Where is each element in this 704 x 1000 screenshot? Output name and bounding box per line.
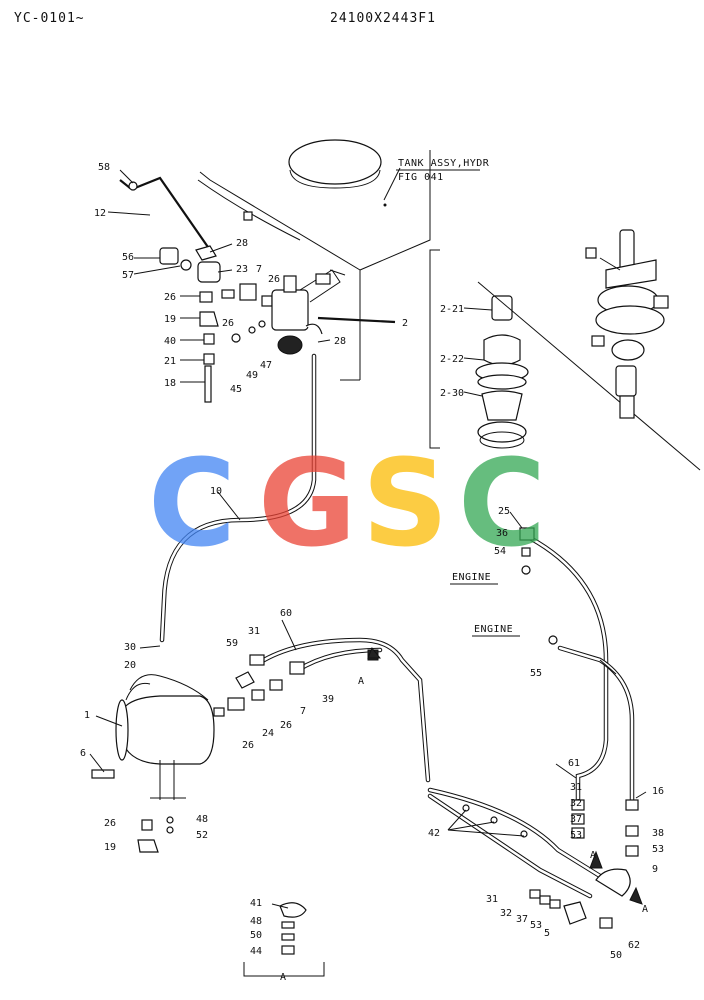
callout-28: 28 — [334, 336, 346, 347]
pipe-42 — [427, 787, 603, 899]
callout-37: 37 — [570, 814, 582, 825]
callout-58: 58 — [98, 162, 110, 173]
callout-40: 40 — [164, 336, 176, 347]
callout-5: 5 — [544, 928, 550, 939]
callout-54: 54 — [494, 546, 506, 557]
valve-detail-view — [585, 229, 669, 419]
callout-2-22: 2-22 — [440, 354, 464, 365]
callout-28: 28 — [236, 238, 248, 249]
callout-19: 19 — [104, 842, 116, 853]
callout-32: 32 — [500, 908, 512, 919]
callout-30: 30 — [124, 642, 136, 653]
fittings-cluster-middle — [213, 654, 305, 717]
engine-note-upper: ENGINE — [452, 572, 491, 583]
hose-60 — [261, 637, 431, 783]
callout-50: 50 — [250, 930, 262, 941]
callout-31: 31 — [248, 626, 260, 637]
callout-1: 1 — [84, 710, 90, 721]
lower-left-fittings — [137, 816, 174, 853]
callout-59: 59 — [226, 638, 238, 649]
cgsc-watermark: C G S C — [148, 435, 546, 574]
callout-21: 21 — [164, 356, 176, 367]
callout-31: 31 — [570, 782, 582, 793]
watermark-letter-1: C — [148, 435, 236, 574]
callout-53: 53 — [530, 920, 542, 931]
callout-2: 2 — [402, 318, 408, 329]
callout-49: 49 — [246, 370, 258, 381]
callout-6: 6 — [80, 748, 86, 759]
air-reservoir — [91, 674, 215, 800]
callout-2-21: 2-21 — [440, 304, 464, 315]
callout-52: 52 — [196, 830, 208, 841]
callout-20: 20 — [124, 660, 136, 671]
callout-45: 45 — [230, 384, 242, 395]
callout-42: 42 — [428, 828, 440, 839]
callout-labels: 58 12 28 56 57 23 7 26 26 19 26 40 21 18… — [80, 162, 664, 983]
callout-53: 53 — [570, 830, 582, 841]
callout-48: 48 — [196, 814, 208, 825]
callout-36: 36 — [496, 528, 508, 539]
callout-37: 37 — [516, 914, 528, 925]
callout-2-30: 2-30 — [440, 388, 464, 399]
watermark-letter-3: S — [362, 435, 448, 574]
callout-12: 12 — [94, 208, 106, 219]
callout-62: 62 — [628, 940, 640, 951]
callout-10: 10 — [210, 486, 222, 497]
callout-53: 53 — [652, 844, 664, 855]
callout-9: 9 — [652, 864, 658, 875]
callout-16: 16 — [652, 786, 664, 797]
callout-23: 23 — [236, 264, 248, 275]
callout-48: 48 — [250, 916, 262, 927]
lower-right-fittings — [529, 799, 643, 929]
detail-a-label: A — [280, 972, 286, 983]
callout-41: 41 — [250, 898, 262, 909]
callout-a-arrow-1: A — [358, 676, 364, 687]
leader-lines — [89, 169, 647, 909]
header-part-number: 24100X2443F1 — [330, 11, 436, 26]
callout-39: 39 — [322, 694, 334, 705]
watermark-letter-4: C — [458, 435, 546, 574]
detail-a — [243, 902, 325, 977]
callout-25: 25 — [498, 506, 510, 517]
callout-a-arrow-2: A — [590, 850, 596, 861]
control-lever — [119, 176, 253, 261]
callout-7: 7 — [256, 264, 262, 275]
callout-26: 26 — [222, 318, 234, 329]
callout-26: 26 — [268, 274, 280, 285]
tank-fig-note: FIG 041 — [398, 172, 444, 183]
callout-26: 26 — [242, 740, 254, 751]
tank-assy-note: TANK ASSY,HYDR — [398, 158, 490, 169]
callout-57: 57 — [122, 270, 134, 281]
engine-note-lower: ENGINE — [474, 624, 513, 635]
callout-24: 24 — [262, 728, 274, 739]
callout-56: 56 — [122, 252, 134, 263]
pipe-61 — [519, 527, 609, 803]
callout-31: 31 — [486, 894, 498, 905]
header-model-code: YC-0101~ — [14, 11, 85, 26]
callout-32: 32 — [570, 798, 582, 809]
main-valve-assembly — [271, 269, 341, 355]
valve-exploded-parts — [429, 249, 701, 471]
callout-55: 55 — [530, 668, 542, 679]
watermark-letter-2: G — [258, 435, 357, 574]
callout-26: 26 — [104, 818, 116, 829]
callout-60: 60 — [280, 608, 292, 619]
valve-cluster-upper — [159, 247, 273, 403]
callout-26: 26 — [164, 292, 176, 303]
callout-47: 47 — [260, 360, 272, 371]
callout-50: 50 — [610, 950, 622, 961]
callout-a-arrow-3: A — [642, 904, 648, 915]
callout-7: 7 — [300, 706, 306, 717]
callout-19: 19 — [164, 314, 176, 325]
callout-18: 18 — [164, 378, 176, 389]
callout-61: 61 — [568, 758, 580, 769]
callout-26: 26 — [280, 720, 292, 731]
hydraulic-tank-outline — [197, 139, 431, 381]
callout-44: 44 — [250, 946, 262, 957]
pipe-16 — [548, 635, 635, 803]
callout-38: 38 — [652, 828, 664, 839]
